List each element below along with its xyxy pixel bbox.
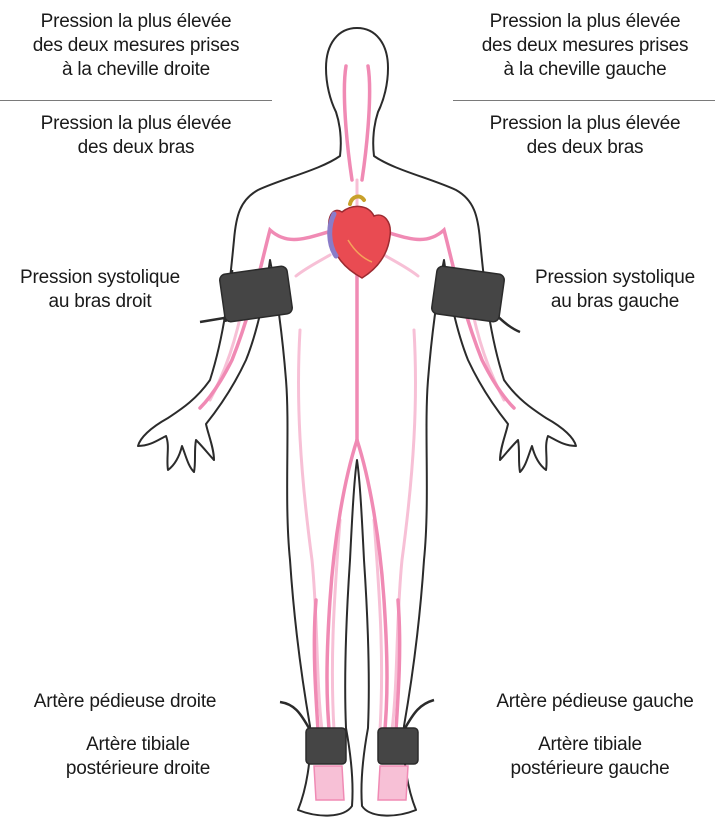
- label-ankle-pressure-left: Pression la plus élevée des deux mesures…: [455, 10, 715, 82]
- label-pedal-artery-right: Artère pédieuse droite: [10, 690, 240, 714]
- label-tibial-artery-left: Artère tibiale postérieure gauche: [490, 733, 690, 781]
- label-pedal-artery-left: Artère pédieuse gauche: [475, 690, 715, 714]
- divider-left: [0, 100, 272, 101]
- label-tibial-artery-right: Artère tibiale postérieure droite: [38, 733, 238, 781]
- arm-cuff-right: [200, 266, 293, 323]
- label-systolic-right: Pression systolique au bras droit: [0, 266, 200, 314]
- divider-right: [453, 100, 715, 101]
- label-ankle-pressure-right: Pression la plus élevée des deux mesures…: [6, 10, 266, 82]
- label-systolic-left: Pression systolique au bras gauche: [515, 266, 715, 314]
- label-arms-pressure-right: Pression la plus élevée des deux bras: [6, 112, 266, 160]
- label-arms-pressure-left: Pression la plus élevée des deux bras: [455, 112, 715, 160]
